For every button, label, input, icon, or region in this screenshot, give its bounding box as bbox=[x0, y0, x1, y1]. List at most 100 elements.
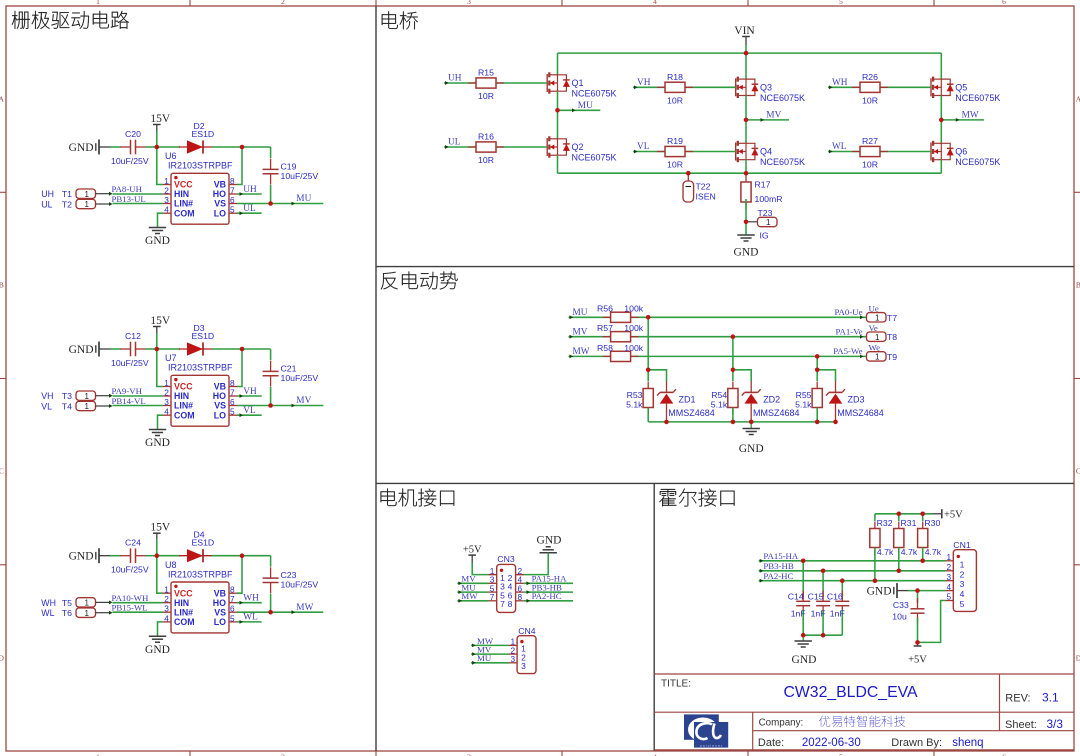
svg-text:2: 2 bbox=[164, 594, 169, 604]
svg-text:R54: R54 bbox=[711, 390, 727, 400]
svg-text:100k: 100k bbox=[624, 343, 643, 353]
svg-text:B: B bbox=[1076, 281, 1080, 290]
svg-text:1: 1 bbox=[946, 552, 951, 562]
svg-text:4: 4 bbox=[508, 582, 513, 592]
svg-text:GND: GND bbox=[145, 437, 170, 449]
svg-text:6: 6 bbox=[1002, 0, 1006, 6]
svg-text:T23: T23 bbox=[758, 208, 773, 218]
svg-text:1: 1 bbox=[521, 644, 526, 654]
svg-text:PA1-Ve: PA1-Ve bbox=[835, 327, 862, 337]
svg-text:REV:: REV: bbox=[1005, 692, 1030, 704]
svg-text:VL: VL bbox=[41, 402, 52, 412]
svg-text:3: 3 bbox=[960, 579, 965, 589]
svg-text:PB15-WL: PB15-WL bbox=[112, 603, 148, 613]
svg-text:1: 1 bbox=[510, 637, 515, 647]
svg-text:CN1: CN1 bbox=[953, 540, 971, 550]
svg-text:1: 1 bbox=[960, 559, 965, 569]
svg-text:NCE6075K: NCE6075K bbox=[955, 93, 1000, 103]
svg-text:1: 1 bbox=[85, 200, 90, 209]
svg-text:4: 4 bbox=[653, 0, 657, 6]
svg-text:VCC: VCC bbox=[174, 180, 193, 190]
svg-text:Company:: Company: bbox=[759, 717, 804, 728]
svg-text:MU: MU bbox=[573, 308, 588, 318]
svg-text:8: 8 bbox=[517, 592, 522, 602]
svg-text:Date:: Date: bbox=[758, 737, 784, 749]
svg-text:Q5: Q5 bbox=[955, 82, 967, 92]
svg-text:MMSZ4684: MMSZ4684 bbox=[837, 408, 884, 418]
svg-text:T7: T7 bbox=[887, 313, 897, 323]
svg-text:IR2103STRPBF: IR2103STRPBF bbox=[168, 161, 233, 171]
svg-text:VH: VH bbox=[41, 391, 53, 401]
svg-text:UH: UH bbox=[448, 74, 462, 84]
svg-text:5: 5 bbox=[230, 205, 235, 215]
svg-text:PB14-VL: PB14-VL bbox=[112, 396, 146, 406]
svg-text:1: 1 bbox=[85, 190, 90, 199]
svg-text:B: B bbox=[0, 281, 4, 290]
svg-text:HO: HO bbox=[213, 391, 226, 401]
svg-text:2: 2 bbox=[164, 387, 169, 397]
svg-text:UH: UH bbox=[41, 189, 54, 199]
svg-text:LO: LO bbox=[214, 617, 226, 627]
svg-text:10uF/25V: 10uF/25V bbox=[281, 580, 319, 590]
svg-text:COM: COM bbox=[174, 410, 195, 420]
svg-text:1: 1 bbox=[875, 333, 880, 342]
svg-text:ES1D: ES1D bbox=[192, 331, 215, 341]
svg-text:Ue: Ue bbox=[869, 304, 879, 314]
svg-text:GND: GND bbox=[734, 247, 759, 259]
svg-text:LIN#: LIN# bbox=[174, 199, 193, 209]
svg-text:MW: MW bbox=[461, 591, 478, 601]
svg-text:T9: T9 bbox=[887, 352, 897, 362]
svg-text:GND: GND bbox=[739, 443, 764, 455]
svg-text:10R: 10R bbox=[862, 95, 878, 105]
svg-text:C24: C24 bbox=[125, 538, 141, 548]
svg-text:4: 4 bbox=[653, 752, 657, 756]
svg-text:MW: MW bbox=[573, 347, 590, 357]
svg-text:U7: U7 bbox=[165, 353, 177, 363]
svg-text:UL: UL bbox=[41, 200, 52, 210]
svg-text:NCE6075K: NCE6075K bbox=[572, 153, 617, 163]
svg-text:R26: R26 bbox=[862, 72, 878, 82]
svg-text:VS: VS bbox=[214, 607, 226, 617]
svg-text:MV: MV bbox=[461, 574, 476, 584]
svg-text:1: 1 bbox=[164, 176, 169, 186]
svg-text:4: 4 bbox=[164, 407, 169, 417]
svg-text:PB3-HB: PB3-HB bbox=[763, 561, 793, 571]
svg-text:R16: R16 bbox=[478, 132, 494, 142]
svg-text:R32: R32 bbox=[877, 518, 893, 528]
svg-text:PB13-UL: PB13-UL bbox=[112, 194, 146, 204]
svg-text:10R: 10R bbox=[667, 95, 683, 105]
svg-text:4: 4 bbox=[946, 582, 951, 592]
svg-text:MW: MW bbox=[296, 603, 313, 613]
svg-text:+5V: +5V bbox=[463, 545, 482, 556]
svg-text:Q6: Q6 bbox=[955, 147, 967, 157]
svg-text:NCE6075K: NCE6075K bbox=[955, 157, 1000, 167]
svg-text:2: 2 bbox=[960, 569, 965, 579]
svg-text:1: 1 bbox=[766, 218, 771, 227]
svg-text:5: 5 bbox=[500, 590, 505, 600]
svg-text:R58: R58 bbox=[597, 343, 613, 353]
svg-text:3: 3 bbox=[500, 582, 505, 592]
svg-text:1: 1 bbox=[875, 353, 880, 362]
svg-text:C33: C33 bbox=[893, 600, 909, 610]
svg-text:15V: 15V bbox=[150, 315, 171, 327]
svg-text:6: 6 bbox=[508, 590, 513, 600]
svg-text:3: 3 bbox=[467, 752, 471, 756]
svg-text:R19: R19 bbox=[667, 136, 683, 146]
svg-text:UH: UH bbox=[243, 185, 257, 195]
svg-text:ISEN: ISEN bbox=[696, 192, 716, 202]
svg-text:C12: C12 bbox=[125, 331, 141, 341]
svg-text:T8: T8 bbox=[887, 332, 897, 342]
svg-text:CN3: CN3 bbox=[497, 554, 515, 564]
svg-text:10uF/25V: 10uF/25V bbox=[281, 373, 319, 383]
svg-text:7: 7 bbox=[500, 599, 505, 609]
svg-text:VS: VS bbox=[214, 401, 226, 411]
svg-text:A: A bbox=[1076, 95, 1080, 104]
svg-text:1: 1 bbox=[96, 752, 100, 756]
svg-text:PA2-HC: PA2-HC bbox=[532, 591, 562, 601]
svg-text:WH: WH bbox=[41, 598, 56, 608]
svg-text:ES1D: ES1D bbox=[192, 538, 215, 548]
svg-text:5: 5 bbox=[230, 407, 235, 417]
svg-text:VH: VH bbox=[637, 78, 651, 88]
svg-text:Q1: Q1 bbox=[572, 78, 584, 88]
svg-text:WH: WH bbox=[832, 78, 848, 88]
